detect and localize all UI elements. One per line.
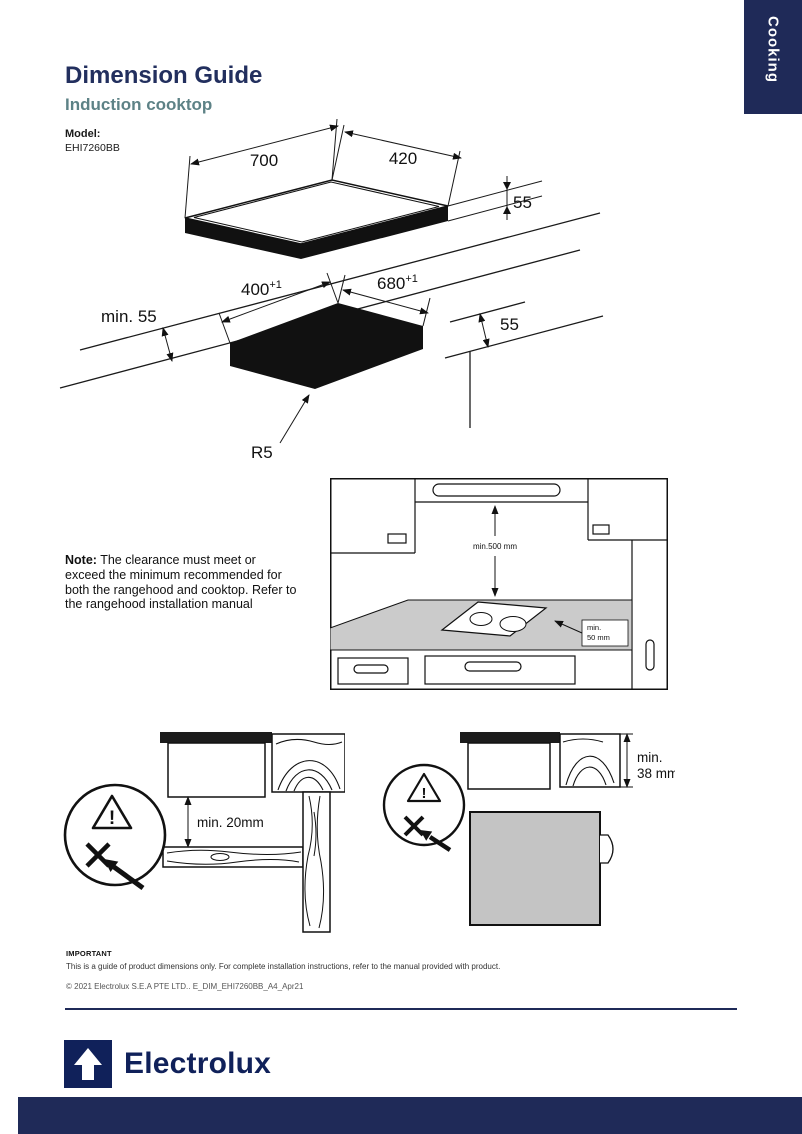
cooking-tab: Cooking bbox=[744, 0, 802, 114]
burner-zone-left bbox=[469, 612, 493, 626]
footer-bar bbox=[18, 1097, 802, 1134]
dim-label-min500: min.500 mm bbox=[473, 542, 517, 551]
model-label: Model: bbox=[65, 128, 101, 140]
dim-label-min50-line1: min. bbox=[587, 623, 601, 632]
dim-label-min20: min. 20mm bbox=[197, 815, 264, 830]
thickness-dimension bbox=[618, 733, 633, 788]
note-label: Note: bbox=[65, 553, 97, 567]
cooktop-glass-section bbox=[460, 732, 560, 743]
benchtop-wood-grain bbox=[275, 738, 343, 792]
rangehood-clearance-diagram: min.500 mm min. 50 mm bbox=[330, 478, 668, 690]
dim-label-420: 420 bbox=[389, 149, 417, 168]
model-number: EHI7260BB bbox=[65, 141, 120, 154]
cooktop-body-section bbox=[167, 742, 266, 798]
dimension-lines bbox=[161, 272, 490, 444]
height-arrow-bottom bbox=[503, 206, 511, 214]
rangehood-vent-slot bbox=[432, 483, 561, 497]
cooktop-glass-section bbox=[160, 732, 272, 743]
note-text: The clearance must meet or exceed the mi… bbox=[65, 553, 297, 612]
drawer-panel-section bbox=[162, 846, 304, 868]
benchtop-section bbox=[271, 733, 345, 793]
cooking-tab-label: Cooking bbox=[764, 16, 782, 83]
benchtop-section bbox=[559, 733, 621, 788]
base-drawers bbox=[337, 655, 576, 685]
page-subtitle: Induction cooktop bbox=[65, 95, 213, 114]
footer-divider bbox=[65, 1008, 737, 1010]
model-info: Model: EHI7260BB bbox=[65, 128, 120, 155]
burner-zone-right bbox=[499, 616, 527, 632]
drawer-center-handle bbox=[464, 661, 522, 672]
important-text: This is a guide of product dimensions on… bbox=[66, 962, 501, 971]
cabinet-handle-left bbox=[387, 533, 407, 544]
cabinet-side-panel bbox=[302, 791, 331, 933]
cross-mark-icon bbox=[403, 815, 425, 837]
copyright-line: © 2021 Electrolux S.E.A PTE LTD.. E_DIM_… bbox=[66, 982, 304, 991]
cabinet-handle-right bbox=[592, 524, 610, 535]
cross-mark-icon bbox=[85, 842, 111, 868]
cooktop-body-section bbox=[467, 742, 551, 790]
exclamation-icon: ! bbox=[109, 808, 115, 829]
warning-triangle-icon bbox=[91, 794, 133, 830]
dim-label-55-side: 55 bbox=[500, 315, 519, 334]
cooktop-dimension-drawing: 700 420 55 400+1 680+1 min. 55 55 R5 bbox=[59, 118, 604, 462]
dim-label-min55: min. 55 bbox=[101, 307, 157, 326]
dim-label-700: 700 bbox=[250, 151, 278, 170]
dim-label-55-height: 55 bbox=[513, 193, 532, 212]
electrolux-logo: Electrolux bbox=[64, 1040, 271, 1088]
benchtop-wood-grain bbox=[562, 738, 615, 787]
height-arrow-top bbox=[503, 182, 511, 190]
exclamation-icon: ! bbox=[422, 785, 427, 802]
dim-label-680: 680+1 bbox=[377, 273, 418, 293]
diagram-frame bbox=[330, 478, 668, 690]
drawer-left bbox=[337, 657, 409, 685]
cooktop-top-inner-edge bbox=[193, 181, 440, 243]
drawer-left-handle bbox=[353, 664, 389, 674]
side-clearance-box bbox=[581, 619, 629, 647]
dim-label-400: 400+1 bbox=[241, 279, 282, 299]
drawer-clearance-diagram: min. 20mm ! bbox=[63, 732, 345, 933]
pointer-arrow-icon bbox=[420, 830, 452, 852]
side-clearance-arrow bbox=[554, 620, 583, 634]
electrolux-wordmark: Electrolux bbox=[124, 1047, 272, 1080]
drawer-panel-grain bbox=[166, 849, 302, 865]
prohibition-circle bbox=[382, 763, 466, 847]
important-label: IMPORTANT bbox=[66, 949, 112, 958]
electrolux-logo-mark-icon bbox=[64, 1040, 112, 1088]
dim-label-r5: R5 bbox=[251, 443, 273, 462]
oven-box bbox=[469, 811, 601, 926]
cooktop-side-band bbox=[185, 206, 448, 259]
cutout-hole bbox=[230, 303, 423, 389]
dim-label-min50-line2: 50 mm bbox=[587, 633, 610, 642]
oven-latch bbox=[600, 834, 614, 864]
cabinet-panel-grain bbox=[304, 795, 325, 929]
warning-triangle-icon bbox=[406, 772, 442, 803]
dim-label-min38-line1: min. bbox=[637, 750, 663, 765]
tall-cabinet-handle bbox=[645, 639, 655, 671]
drawer-center bbox=[424, 655, 576, 685]
dim-label-min38-line2: 38 mm bbox=[637, 766, 675, 781]
clearance-note: Note: The clearance must meet or exceed … bbox=[65, 553, 299, 612]
pointer-arrow-icon bbox=[104, 859, 145, 891]
page-title: Dimension Guide bbox=[65, 62, 263, 89]
oven-clearance-diagram: min. 38 mm ! bbox=[382, 732, 675, 926]
